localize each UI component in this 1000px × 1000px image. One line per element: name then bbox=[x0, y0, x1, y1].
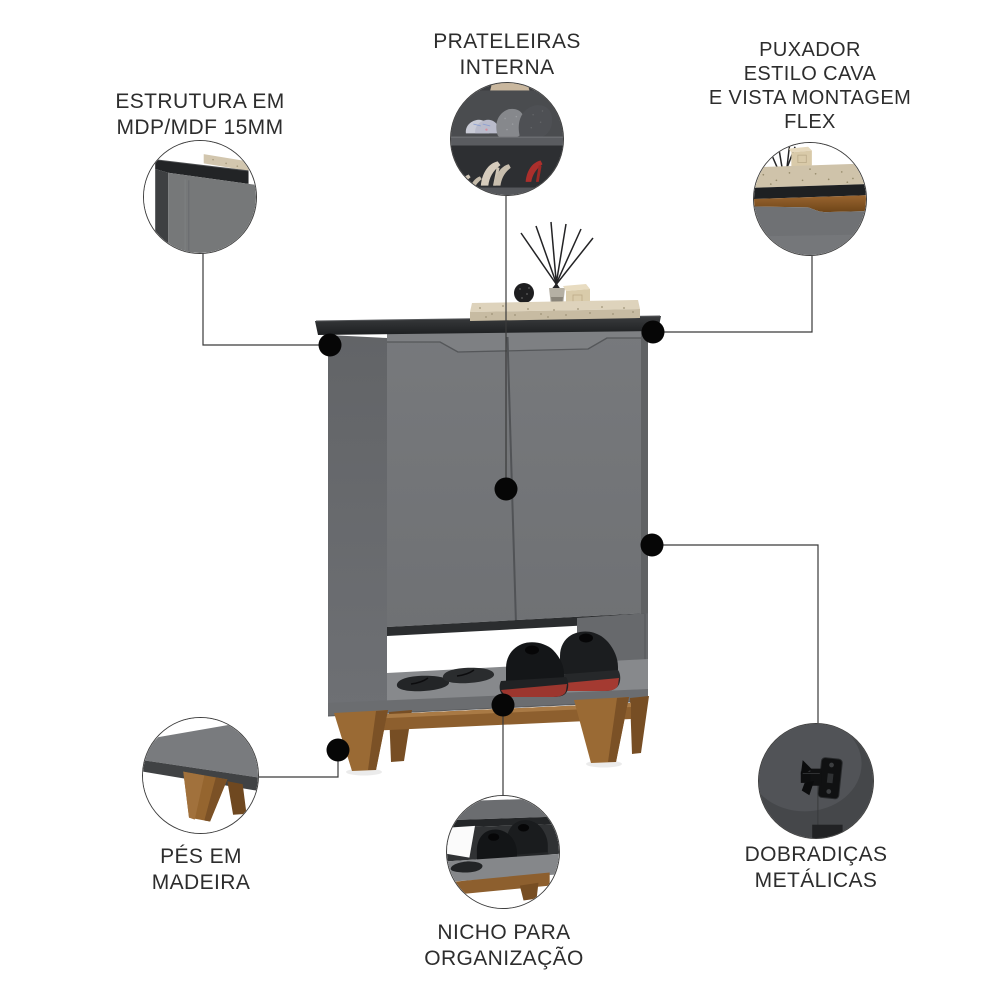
connector-pes bbox=[259, 750, 339, 778]
label-line: MDP/MDF 15MM bbox=[116, 116, 284, 139]
sneakers bbox=[499, 631, 621, 697]
callout-photo-estrutura bbox=[143, 140, 257, 254]
dot-nicho bbox=[491, 693, 515, 717]
decor-wire-ball bbox=[514, 283, 534, 303]
back-right-leg bbox=[630, 696, 649, 754]
front-left-leg-shade bbox=[368, 710, 388, 770]
callout-label-nicho: NICHO PARA ORGANIZAÇÃO bbox=[424, 920, 584, 972]
callout-photo-pes bbox=[142, 717, 259, 834]
connector-estrutura bbox=[202, 253, 330, 346]
label-line: ESTRUTURA EM bbox=[115, 90, 285, 113]
callout-label-estrutura: ESTRUTURA EM MDP/MDF 15MM bbox=[115, 89, 284, 141]
callout-photo-nicho bbox=[446, 795, 560, 909]
right-door-edge bbox=[641, 328, 648, 614]
callout-photo-prateleiras bbox=[450, 82, 564, 196]
label-line: PRATELEIRAS bbox=[433, 30, 581, 53]
flip-flops bbox=[396, 667, 495, 692]
label-line: ESTILO CAVA bbox=[743, 63, 877, 85]
label-line: INTERNA bbox=[459, 56, 555, 79]
cabinet-doors bbox=[387, 328, 648, 627]
dot-pes bbox=[326, 738, 350, 762]
decor-box-top bbox=[563, 284, 590, 291]
connector-lines bbox=[202, 196, 819, 795]
dot-puxador bbox=[641, 320, 665, 344]
label-line: FLEX bbox=[784, 111, 836, 133]
label-line: PUXADOR bbox=[759, 39, 861, 61]
top-decor bbox=[470, 221, 640, 321]
label-line: MADEIRA bbox=[151, 871, 251, 894]
callout-photo-puxador bbox=[753, 142, 867, 256]
base-rail-top bbox=[344, 703, 631, 720]
dot-dobradicas bbox=[640, 533, 664, 557]
floor-shadow bbox=[346, 760, 622, 776]
callout-label-prateleiras: PRATELEIRAS INTERNA bbox=[433, 29, 581, 81]
cabinet-top-panel bbox=[315, 316, 661, 335]
label-line: METÁLICAS bbox=[754, 869, 878, 892]
label-line: DOBRADIÇAS bbox=[744, 843, 888, 866]
cabinet-bottom-band bbox=[328, 689, 648, 716]
connector-dobradicas bbox=[652, 544, 819, 723]
marble-tray-front bbox=[470, 309, 640, 321]
handle-groove bbox=[387, 330, 648, 352]
handle-groove-edge bbox=[387, 337, 648, 353]
label-line: NICHO PARA bbox=[437, 921, 571, 944]
callout-label-pes: PÉS EM MADEIRA bbox=[152, 844, 250, 896]
label-line: PÉS EM bbox=[160, 845, 242, 868]
connector-dots bbox=[318, 320, 665, 762]
callout-photo-dobradicas bbox=[758, 723, 874, 839]
tray-speckles bbox=[479, 305, 634, 318]
dot-prateleiras bbox=[494, 477, 518, 501]
front-right-leg-shade bbox=[608, 697, 629, 762]
cabinet-side-panel bbox=[328, 335, 387, 716]
shoe-cabinet bbox=[315, 221, 661, 771]
label-line: E VISTA MONTAGEM bbox=[708, 87, 912, 109]
marble-tray-top bbox=[470, 300, 640, 312]
diffuser-sticks bbox=[520, 221, 594, 292]
callout-label-puxador: PUXADOR ESTILO CAVA E VISTA MONTAGEM FLE… bbox=[709, 38, 911, 134]
dot-estrutura bbox=[318, 333, 342, 357]
callout-label-dobradicas: DOBRADIÇAS METÁLICAS bbox=[745, 842, 888, 894]
connector-puxador bbox=[653, 256, 813, 333]
label-line: ORGANIZAÇÃO bbox=[424, 947, 584, 970]
